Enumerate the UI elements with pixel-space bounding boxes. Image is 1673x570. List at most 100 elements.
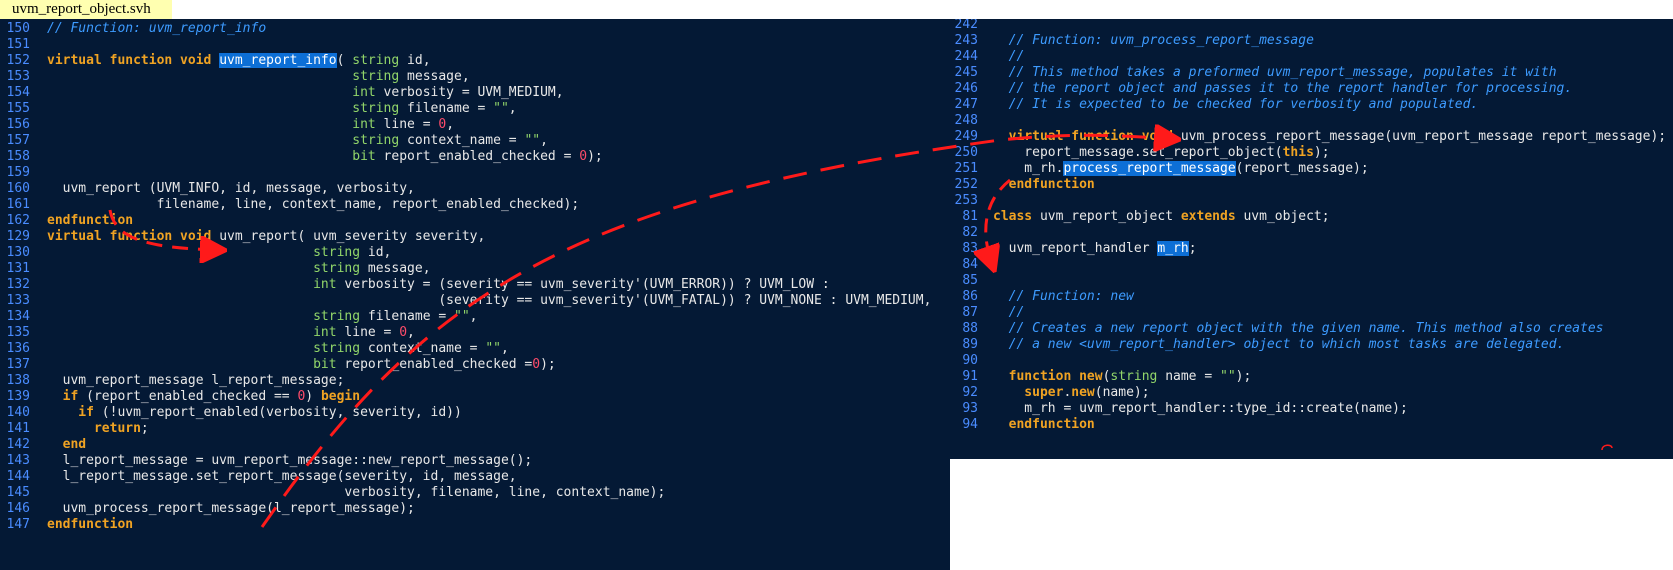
code-line[interactable]: 131 string message, — [0, 260, 950, 277]
code-line[interactable]: 94 endfunction — [950, 416, 1673, 433]
code-line[interactable]: 139 if (report_enabled_checked == 0) beg… — [0, 388, 950, 405]
code-line[interactable]: 160 uvm_report (UVM_INFO, id, message, v… — [0, 180, 950, 197]
line-number: 154 — [6, 85, 30, 100]
code-token — [47, 69, 352, 84]
code-line[interactable]: 153 string message, — [0, 68, 950, 85]
code-line[interactable]: 143 l_report_message = uvm_report_messag… — [0, 452, 950, 469]
code-token: new — [1071, 385, 1095, 400]
code-text: // — [993, 48, 1025, 65]
code-line[interactable]: 82 — [950, 224, 1673, 241]
line-number: 84 — [962, 257, 978, 272]
code-line[interactable]: 142 end — [0, 436, 950, 453]
code-line[interactable]: 159 — [0, 164, 950, 181]
code-token: "" — [524, 133, 541, 148]
code-text: class uvm_report_object extends uvm_obje… — [993, 208, 1330, 225]
code-token: 0 — [579, 149, 588, 164]
code-line[interactable]: 130 string id, — [0, 244, 950, 261]
line-number: 94 — [962, 417, 978, 432]
code-token: , — [407, 325, 415, 340]
code-line[interactable]: 141 return; — [0, 420, 950, 437]
code-line[interactable]: 138 uvm_report_message l_report_message; — [0, 372, 950, 389]
code-line[interactable]: 136 string context_name = "", — [0, 340, 950, 357]
code-line[interactable]: 133 (severity == uvm_severity'(UVM_FATAL… — [0, 292, 950, 309]
code-line[interactable]: 157 string context_name = "", — [0, 132, 950, 149]
code-line[interactable]: 245 // This method takes a preformed uvm… — [950, 64, 1673, 81]
code-text: int verbosity = (severity == uvm_severit… — [47, 276, 830, 293]
code-token: (!uvm_report_enabled(verbosity, severity… — [93, 405, 462, 420]
code-line[interactable]: 244 // — [950, 48, 1673, 65]
code-line[interactable]: 250 report_message.set_report_object(thi… — [950, 144, 1673, 161]
code-token: uvm_object; — [1235, 209, 1330, 224]
code-line[interactable]: 242 — [950, 19, 1673, 33]
code-line[interactable]: 252 endfunction — [950, 176, 1673, 193]
code-text: endfunction — [993, 176, 1095, 193]
code-line[interactable]: 134 string filename = "", — [0, 308, 950, 325]
code-line[interactable]: 251 m_rh.process_report_message(report_m… — [950, 160, 1673, 177]
code-text: return; — [47, 420, 149, 437]
line-number: 141 — [6, 421, 30, 436]
file-tab[interactable]: uvm_report_object.svh — [0, 0, 172, 19]
code-line[interactable]: 135 int line = 0, — [0, 324, 950, 341]
code-line[interactable]: 247 // It is expected to be checked for … — [950, 96, 1673, 113]
code-token: uvm_process_report_message(uvm_report_me… — [1180, 129, 1667, 144]
code-line[interactable]: 243 // Function: uvm_process_report_mess… — [950, 32, 1673, 49]
code-token: line = — [375, 117, 439, 132]
code-line[interactable]: 150// Function: uvm_report_info — [0, 20, 950, 37]
code-line[interactable]: 83 uvm_report_handler m_rh; — [950, 240, 1673, 257]
code-line[interactable]: 246 // the report object and passes it t… — [950, 80, 1673, 97]
code-line[interactable]: 90 — [950, 352, 1673, 369]
code-line[interactable]: 156 int line = 0, — [0, 116, 950, 133]
code-line[interactable]: 151 — [0, 36, 950, 53]
code-token: int — [313, 325, 337, 340]
code-line[interactable]: 92 super.new(name); — [950, 384, 1673, 401]
code-text: string filename = "", — [47, 308, 477, 325]
code-token: l_report_message.set_report_message(seve… — [47, 469, 517, 484]
code-token: ); — [1313, 145, 1330, 160]
line-number: 86 — [962, 289, 978, 304]
code-token: context_name = — [399, 133, 525, 148]
code-line[interactable]: 161 filename, line, context_name, report… — [0, 196, 950, 213]
code-line[interactable]: 146 uvm_process_report_message(l_report_… — [0, 500, 950, 517]
code-line[interactable]: 155 string filename = "", — [0, 100, 950, 117]
code-line[interactable]: 248 — [950, 112, 1673, 129]
code-line[interactable]: 84 — [950, 256, 1673, 273]
code-line[interactable]: 253 — [950, 192, 1673, 209]
code-line[interactable]: 93 m_rh = uvm_report_handler::type_id::c… — [950, 400, 1673, 417]
line-number: 161 — [6, 197, 30, 212]
code-line[interactable]: 158 bit report_enabled_checked = 0); — [0, 148, 950, 165]
line-number: 242 — [954, 19, 978, 32]
highlighted-token: uvm_report_info — [219, 53, 337, 68]
code-line[interactable]: 137 bit report_enabled_checked =0); — [0, 356, 950, 373]
code-token: bit — [352, 149, 376, 164]
code-line[interactable]: 85 — [950, 272, 1673, 289]
code-line[interactable]: 140 if (!uvm_report_enabled(verbosity, s… — [0, 404, 950, 421]
code-line[interactable]: 145 verbosity, filename, line, context_n… — [0, 484, 950, 501]
code-token: , — [500, 341, 509, 356]
code-line[interactable]: 88 // Creates a new report object with t… — [950, 320, 1673, 337]
code-line[interactable]: 249 virtual function void uvm_process_re… — [950, 128, 1673, 145]
code-line[interactable]: 91 function new(string name = ""); — [950, 368, 1673, 385]
code-token: // — [993, 49, 1025, 64]
code-text: bit report_enabled_checked = 0); — [47, 148, 602, 165]
code-token: string — [352, 69, 400, 84]
code-line[interactable]: 132 int verbosity = (severity == uvm_sev… — [0, 276, 950, 293]
code-line[interactable]: 154 int verbosity = UVM_MEDIUM, — [0, 84, 950, 101]
code-text: verbosity, filename, line, context_name)… — [47, 484, 665, 501]
code-line[interactable]: 89 // a new <uvm_report_handler> object … — [950, 336, 1673, 353]
code-token — [47, 341, 313, 356]
code-text: if (!uvm_report_enabled(verbosity, sever… — [47, 404, 462, 421]
code-line[interactable]: 87 // — [950, 304, 1673, 321]
code-line[interactable]: 86 // Function: new — [950, 288, 1673, 305]
code-line[interactable]: 144 l_report_message.set_report_message(… — [0, 468, 950, 485]
line-number: 138 — [6, 373, 30, 388]
code-token: int — [352, 117, 376, 132]
code-token: "" — [485, 341, 501, 356]
code-token: endfunction — [993, 417, 1095, 432]
